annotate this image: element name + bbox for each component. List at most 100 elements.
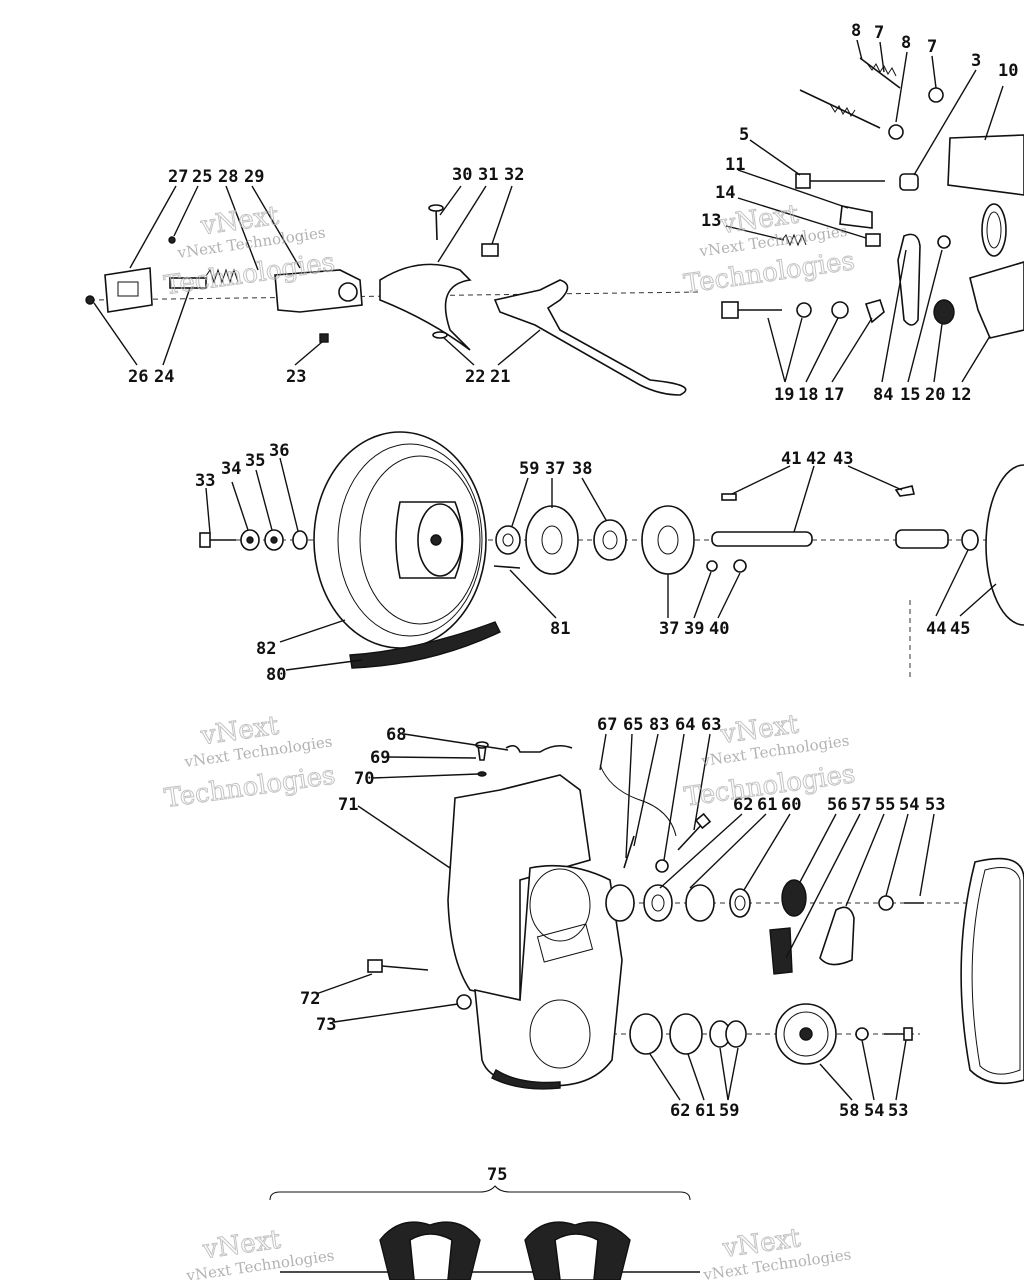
labels-s4: 75 <box>487 1165 507 1185</box>
part-56-chain <box>769 927 793 975</box>
part-5-bolt-head <box>795 173 811 189</box>
label-15: 15 <box>900 385 920 405</box>
part-24-pin <box>169 277 207 289</box>
label-57: 57 <box>851 795 871 815</box>
label-61b: 61 <box>695 1101 715 1121</box>
label-33: 33 <box>195 471 215 491</box>
label-68: 68 <box>386 725 406 745</box>
label-7b: 7 <box>927 37 937 57</box>
watermark-6: vNext vNext Technologies <box>701 1223 852 1280</box>
label-64: 64 <box>675 715 695 735</box>
watermark-2: vNext vNext Technologies Technologies <box>682 199 858 300</box>
part-42-shaft <box>711 531 813 547</box>
part-12-housing <box>969 261 1024 339</box>
label-25: 25 <box>192 167 212 187</box>
label-36: 36 <box>269 441 289 461</box>
label-56: 56 <box>827 795 847 815</box>
part-39-nut <box>706 560 718 572</box>
label-39: 39 <box>684 619 704 639</box>
part-29-housing <box>274 269 363 313</box>
part-shaft-spline <box>895 529 949 549</box>
label-8: 8 <box>851 21 861 41</box>
part-40-nut <box>733 559 747 573</box>
part-44-washer <box>961 529 979 551</box>
label-11: 11 <box>725 155 745 175</box>
label-26: 26 <box>128 367 148 387</box>
label-5: 5 <box>739 125 749 145</box>
part-13-spring <box>781 233 807 247</box>
part-37b-flange <box>641 505 695 575</box>
part-57-arm <box>819 906 855 966</box>
label-24: 24 <box>154 367 174 387</box>
label-84: 84 <box>873 385 893 405</box>
label-83: 83 <box>649 715 669 735</box>
gear-case-assembly <box>367 741 1024 1090</box>
label-59: 59 <box>519 459 539 479</box>
label-14: 14 <box>715 183 735 203</box>
part-68-clip <box>505 744 573 753</box>
part-41-key <box>721 493 737 501</box>
part-56-pinion <box>781 879 807 917</box>
part-33-bolt <box>199 532 211 548</box>
label-41: 41 <box>781 449 801 469</box>
label-75: 75 <box>487 1165 507 1185</box>
label-59b: 59 <box>719 1101 739 1121</box>
label-67: 67 <box>597 715 617 735</box>
tine-assembly <box>269 1185 700 1280</box>
part-lever-blade <box>379 263 472 351</box>
labels-s3: 68 69 70 71 67 65 83 64 63 62 61 60 56 5… <box>300 715 945 1121</box>
part-63-bolt <box>677 821 705 851</box>
part-59-washer <box>495 525 521 555</box>
part-19-bolt <box>721 301 739 319</box>
label-62b: 62 <box>670 1101 690 1121</box>
part-30-pin <box>435 207 438 241</box>
label-62: 62 <box>733 795 753 815</box>
label-30: 30 <box>452 165 472 185</box>
part-18-nut <box>796 302 812 318</box>
part-84-lever-arm <box>897 233 921 326</box>
label-21: 21 <box>490 367 510 387</box>
label-37b: 37 <box>659 619 679 639</box>
part-62-seal-upper <box>605 884 635 922</box>
part-60b-bushing <box>729 888 751 918</box>
label-18: 18 <box>798 385 818 405</box>
label-13: 13 <box>701 211 721 231</box>
label-61: 61 <box>757 795 777 815</box>
part-60-ring <box>685 884 715 922</box>
label-8b: 8 <box>901 33 911 53</box>
part-81-bolt <box>493 565 521 569</box>
brace-75 <box>269 1185 691 1201</box>
label-58: 58 <box>839 1101 859 1121</box>
part-25-screw <box>168 236 176 244</box>
part-28-spring <box>205 268 239 284</box>
watermark-3: vNext vNext Technologies Technologies <box>162 710 338 814</box>
label-44: 44 <box>926 619 946 639</box>
label-43: 43 <box>833 449 853 469</box>
part-14-bushing <box>865 233 881 247</box>
part-37-flange <box>525 505 579 575</box>
label-10: 10 <box>998 61 1018 81</box>
label-72: 72 <box>300 989 320 1009</box>
part-20-gear <box>933 299 955 325</box>
label-80: 80 <box>266 665 286 685</box>
labels-s2: 33 34 35 36 82 80 59 37 38 81 37 39 40 4… <box>195 441 970 685</box>
part-10-plate <box>947 134 1024 196</box>
label-45: 45 <box>950 619 970 639</box>
part-61-ring-lower <box>669 1013 703 1055</box>
label-40: 40 <box>709 619 729 639</box>
part-71-cover <box>447 774 591 1001</box>
label-23: 23 <box>286 367 306 387</box>
label-31: 31 <box>478 165 498 185</box>
label-54b: 54 <box>864 1101 884 1121</box>
part-43-key <box>894 485 915 497</box>
pulley-shaft-assembly <box>199 431 1024 680</box>
label-82: 82 <box>256 639 276 659</box>
label-12: 12 <box>951 385 971 405</box>
part-80-belt <box>349 621 501 669</box>
leaders-s3 <box>315 733 935 1101</box>
label-3: 3 <box>971 51 981 71</box>
label-37: 37 <box>545 459 565 479</box>
label-73: 73 <box>316 1015 336 1035</box>
label-20: 20 <box>925 385 945 405</box>
